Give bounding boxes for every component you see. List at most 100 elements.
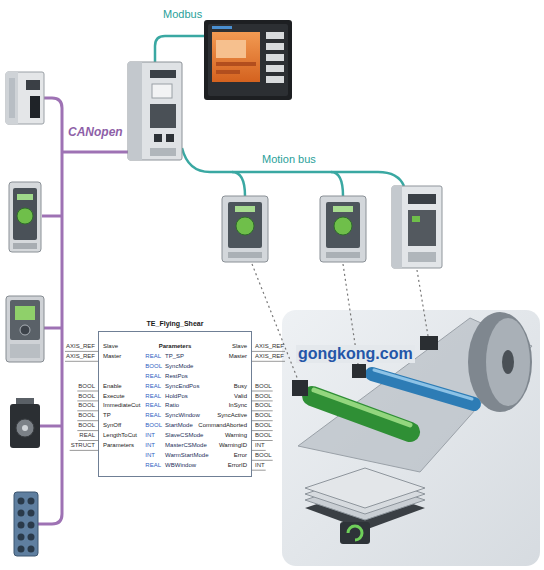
- servo-drive: [236, 217, 254, 235]
- servo-motor: [10, 398, 40, 448]
- pin-type: BOOL: [255, 401, 272, 410]
- bus-name: Motion bus: [262, 153, 316, 166]
- parameter-name: MasterCSMode: [165, 441, 207, 450]
- pin-type: BOOL: [78, 401, 95, 410]
- io-island: [14, 492, 38, 556]
- pin-type: BOOL: [255, 392, 272, 401]
- hmi-touch-panel: [216, 62, 256, 66]
- parameter-type: REAL: [145, 372, 161, 381]
- output-pin-name: CommandAborted: [198, 421, 247, 430]
- block-title: TE_Flying_Shear: [147, 319, 204, 328]
- pin-line: [252, 391, 273, 392]
- input-pin-name: SynOff: [103, 421, 121, 430]
- pin-line: [65, 361, 98, 362]
- io-island: [18, 510, 25, 517]
- pin-line: [78, 440, 98, 441]
- pin-line: [77, 391, 98, 392]
- modbus-line: [155, 36, 204, 62]
- output-pin-name: Warning: [225, 431, 247, 440]
- plc-module: [6, 72, 18, 124]
- servo-motor: [10, 404, 40, 448]
- hmi-touch-panel: [208, 24, 288, 96]
- servo-motor: [22, 425, 28, 431]
- output-pin-name: Error: [234, 451, 247, 460]
- pin-type: BOOL: [78, 411, 95, 420]
- hmi-touch-panel: [266, 76, 284, 83]
- servo-drive: [392, 186, 442, 268]
- parameter-name: SyncEndPos: [165, 382, 199, 391]
- servo-drive: [408, 252, 436, 262]
- hmi-touch-panel: [266, 54, 284, 61]
- pin-type: STRUCT: [71, 441, 95, 450]
- servo-motor: [16, 419, 34, 437]
- parameter-name: HoldPos: [165, 392, 188, 401]
- servo-drive: [228, 252, 262, 258]
- flying-shear-machine: [305, 468, 425, 508]
- servo-drive: [408, 194, 436, 204]
- flying-shear-machine: [298, 318, 532, 472]
- pin-line: [77, 420, 98, 421]
- io-island: [28, 498, 35, 505]
- function-block: TE_Flying_ShearSlaveMasterEnableExecuteI…: [98, 331, 252, 477]
- parameter-type: REAL: [145, 392, 161, 401]
- flying-shear-machine: [486, 318, 530, 406]
- motion-controller: [150, 148, 176, 156]
- parameter-type: INT: [145, 431, 155, 440]
- pin-type: BOOL: [255, 431, 272, 440]
- parameter-type: REAL: [145, 411, 161, 420]
- pin-line: [252, 470, 266, 471]
- servo-drive: [320, 196, 366, 262]
- variable-speed-drive: [6, 296, 44, 362]
- variable-speed-drive: [13, 188, 37, 240]
- pin-line: [65, 351, 98, 352]
- io-island: [18, 546, 25, 553]
- parameter-name: SlaveCSMode: [165, 431, 203, 440]
- canopen-bus: [42, 215, 62, 218]
- plc-module: [9, 78, 15, 118]
- parameter-name: TP_SP: [165, 352, 184, 361]
- pin-line: [252, 440, 273, 441]
- io-island: [28, 546, 35, 553]
- flying-shear-machine: [374, 370, 472, 399]
- pin-type: AXIS_REF: [255, 342, 284, 351]
- plc-module: [6, 72, 44, 124]
- flying-shear-machine: [420, 336, 438, 350]
- parameter-type: BOOL: [145, 421, 162, 430]
- flying-shear-machine: [502, 350, 514, 374]
- pin-type: BOOL: [255, 411, 272, 420]
- pin-line: [70, 450, 98, 451]
- pin-type: BOOL: [78, 421, 95, 430]
- servo-drive: [320, 196, 366, 262]
- hmi-touch-panel: [216, 40, 246, 58]
- servo-drive: [412, 216, 420, 222]
- pin-type: INT: [255, 461, 265, 470]
- variable-speed-drive: [17, 194, 33, 200]
- io-island: [18, 522, 25, 529]
- input-pin-name: Slave: [103, 342, 118, 351]
- motion-bus-line: [182, 148, 404, 186]
- servo-drive: [392, 186, 402, 268]
- motion-bus-line: [331, 172, 343, 196]
- flying-shear-machine: [340, 522, 370, 544]
- flying-shear-machine: [292, 380, 308, 396]
- pin-type: INT: [255, 441, 265, 450]
- motion-controller: [152, 84, 172, 98]
- variable-speed-drive: [9, 182, 41, 252]
- canopen-bus: [44, 327, 62, 330]
- pin-line: [252, 420, 273, 421]
- servo-drive: [228, 202, 262, 248]
- variable-speed-drive: [17, 208, 33, 224]
- parameter-type: REAL: [145, 352, 161, 361]
- io-island: [18, 534, 25, 541]
- variable-speed-drive: [6, 296, 44, 362]
- column-header: Parameters: [159, 342, 192, 351]
- parameter-type: INT: [145, 451, 155, 460]
- flying-shear-machine: [348, 526, 362, 540]
- pin-line: [77, 400, 98, 401]
- io-island: [28, 510, 35, 517]
- motion-bus-line: [232, 172, 245, 196]
- hmi-touch-panel: [204, 20, 292, 100]
- parameter-type: BOOL: [145, 362, 162, 371]
- plc-module: [30, 96, 40, 118]
